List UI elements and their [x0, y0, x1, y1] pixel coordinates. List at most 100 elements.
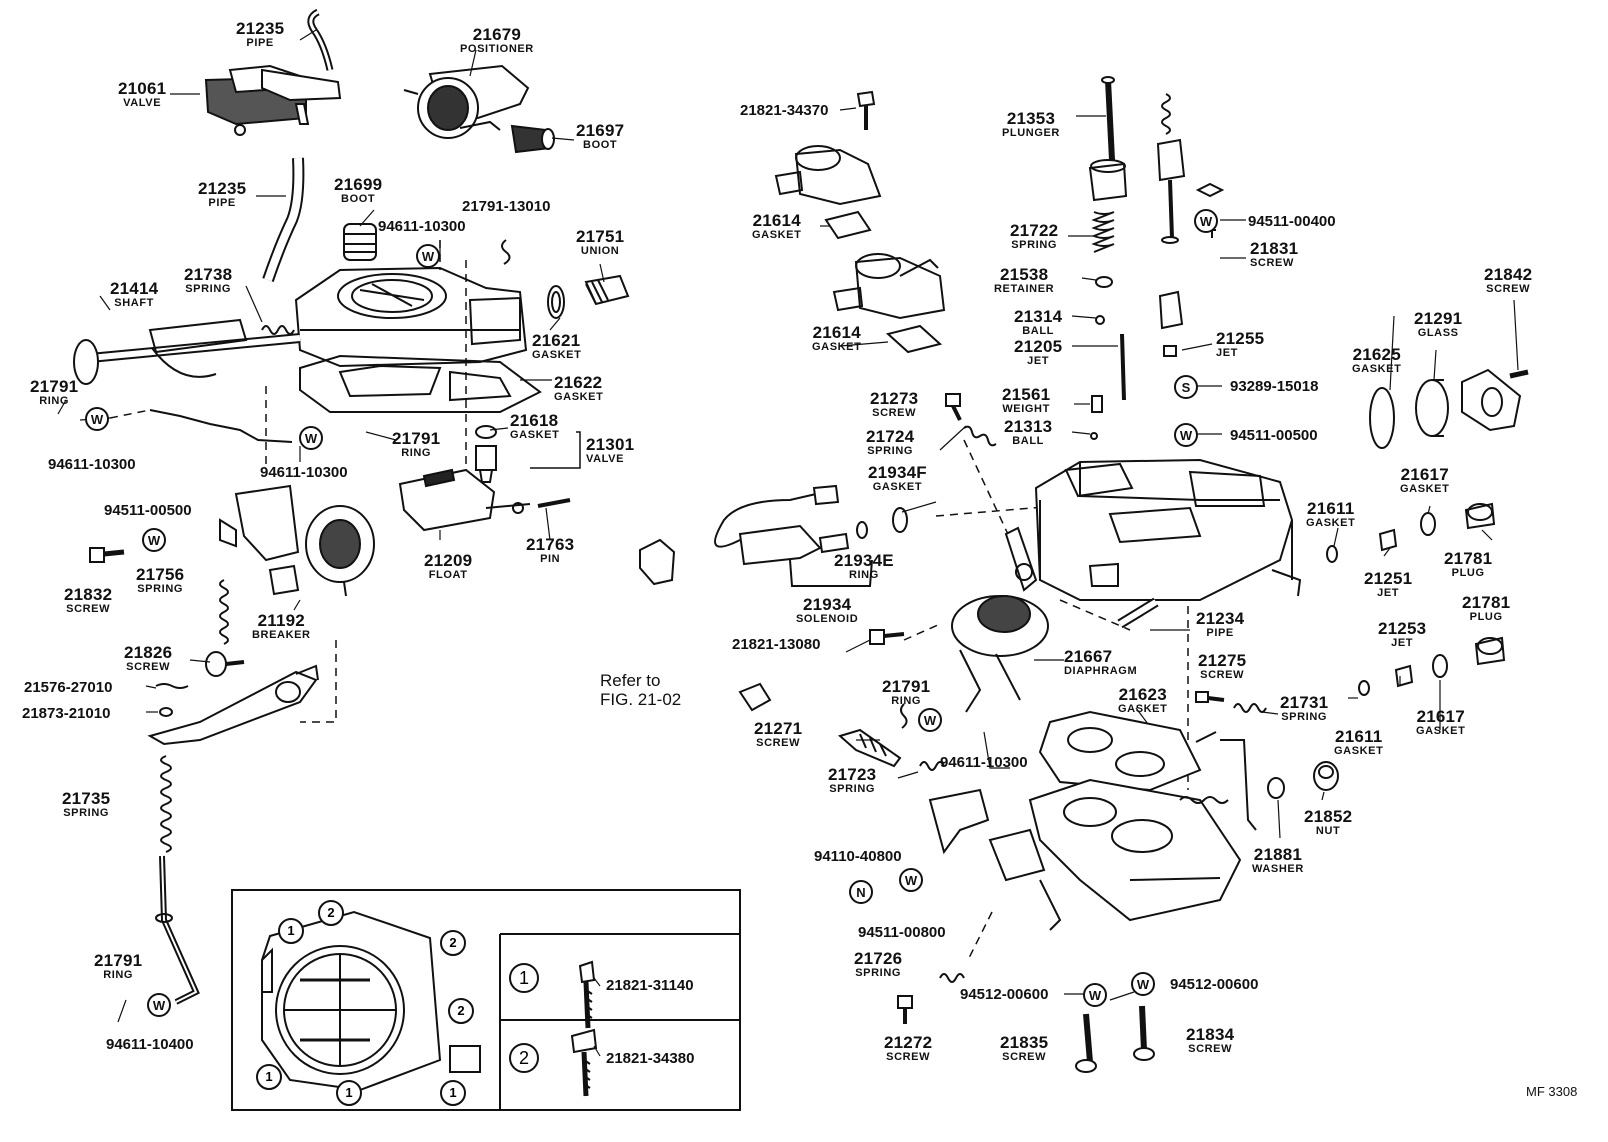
screw-21826 [205, 651, 245, 677]
breaker-21192 [219, 484, 375, 597]
part-number: 21622 [554, 373, 603, 392]
label-94511-00400: 94511-00400 [1248, 213, 1336, 230]
label-94611-10300: 94611-10300 [378, 218, 466, 235]
part-name: JET [1391, 637, 1414, 649]
label-21791-13010: 21791-13010 [462, 198, 551, 215]
link-rod-lower [155, 855, 200, 1005]
screw-21273 [945, 393, 962, 421]
gasket-21611-a [1326, 545, 1338, 563]
part-number: 21756 [136, 565, 185, 584]
part-number: 21781 [1462, 593, 1511, 612]
part-number: 21731 [1280, 693, 1329, 712]
diagram-code: MF 3308 [1526, 1084, 1578, 1099]
part-name: PIPE [1206, 627, 1234, 639]
ball-21313 [1090, 432, 1098, 440]
screw-21835 [1075, 1013, 1097, 1073]
part-name: SCREW [1250, 257, 1294, 269]
inset-screw-2 [570, 1028, 598, 1097]
part-number: 21538 [999, 265, 1049, 284]
label-94110-40800: 94110-40800 [814, 848, 902, 865]
part-number: 21697 [576, 121, 625, 140]
part-number: 21617 [1416, 707, 1465, 726]
svg-text:W: W [91, 412, 104, 427]
ring-21791-13010 [501, 239, 511, 265]
part-name: SPRING [63, 807, 110, 819]
screw-21271 [837, 728, 902, 768]
valve-21061 [204, 64, 342, 136]
throttle-linkage [928, 739, 1257, 931]
union-21751 [584, 274, 630, 306]
part-number: 21301 [586, 435, 635, 454]
part-name: SPRING [1281, 711, 1328, 723]
part-number: 21934E [834, 551, 894, 570]
part-name: GASKET [510, 429, 560, 441]
screw-21832 [89, 547, 125, 563]
svg-text:W: W [305, 431, 318, 446]
link-rod [149, 409, 293, 443]
pipe-21234 [1117, 597, 1159, 629]
throttle-body [1028, 778, 1242, 922]
shaft-21414 [73, 318, 301, 385]
svg-text:W: W [1200, 214, 1213, 229]
part-name: GASKET [752, 229, 802, 241]
svg-text:S: S [1182, 380, 1191, 395]
part-name: SPRING [867, 445, 914, 457]
washer-symbol: W [899, 868, 923, 892]
svg-text:W: W [148, 533, 161, 548]
label-94611-10300-c: 94611-10300 [260, 464, 348, 481]
washer-symbol: W [299, 426, 323, 450]
part-number: 21842 [1484, 265, 1533, 284]
part-name: SPRING [1011, 239, 1058, 251]
label-94511-00500-b: 94511-00500 [1230, 427, 1318, 444]
part-name: SCREW [1486, 283, 1531, 295]
part-number: 21273 [870, 389, 919, 408]
label-21821-34370: 21821-34370 [740, 102, 829, 119]
part-name: WEIGHT [1002, 403, 1050, 415]
inset-mark-1: 1 [509, 963, 539, 993]
part-number: 21791 [392, 429, 441, 448]
part-number: 21699 [334, 175, 383, 194]
spring-21738 [261, 325, 295, 335]
part-name: PLUNGER [1002, 127, 1060, 139]
part-name: POSITIONER [460, 43, 534, 55]
boot-21697 [510, 124, 555, 154]
part-name: GASKET [1306, 517, 1356, 529]
screw-21834 [1133, 1005, 1155, 1061]
part-number: 21735 [62, 789, 111, 808]
diaphragm-21667 [951, 595, 1049, 713]
jet-21255 [1158, 290, 1184, 357]
choke-housing-lower [832, 253, 946, 320]
part-number: 21781 [1444, 549, 1493, 568]
part-name: BOOT [583, 139, 618, 151]
gasket-21614-b [885, 324, 943, 354]
carburetor-top-cover [294, 266, 528, 368]
screw-21272 [897, 995, 913, 1024]
part-name: GASKET [1334, 745, 1384, 757]
part-number: 21234 [1196, 609, 1245, 628]
svg-text:W: W [924, 713, 937, 728]
inset-part-21821-34380: 21821-34380 [606, 1050, 695, 1067]
label-21576-27010: 21576-27010 [24, 679, 113, 696]
part-name: RETAINER [994, 283, 1055, 295]
jet-21251 [1378, 528, 1398, 552]
